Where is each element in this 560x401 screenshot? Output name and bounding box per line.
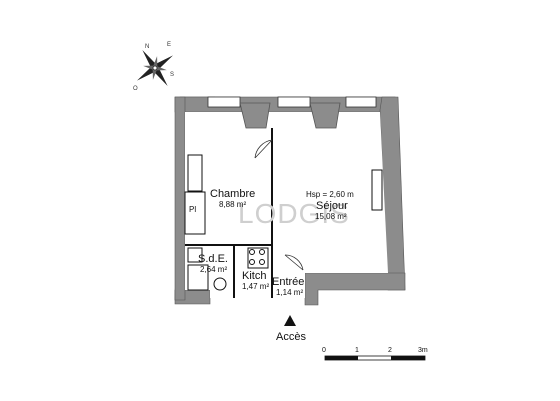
scale-tick-0: 0 [322, 347, 326, 354]
watermark-logo: LODGIS [238, 198, 350, 229]
access-label: Accès [276, 331, 306, 343]
room-kitchen-name: Kitch [242, 270, 266, 282]
compass-west: O [133, 86, 138, 92]
room-sde-area: 2,64 m² [200, 265, 227, 274]
room-chambre-name: Chambre [210, 188, 255, 200]
closet-label: Pl [189, 205, 196, 214]
compass-north: N [145, 44, 149, 50]
floor [185, 112, 388, 298]
fixtures [184, 154, 383, 291]
room-entree-area: 1,14 m² [276, 288, 303, 297]
room-sde-name: S.d.E. [198, 253, 228, 265]
scale-tick-2: 2 [388, 347, 392, 354]
doors [254, 139, 304, 271]
room-sejour-name: Séjour [316, 200, 348, 212]
compass-south: S [170, 72, 174, 78]
access-arrow-icon [284, 315, 296, 326]
scale-bar: 0 1 2 3m [322, 347, 428, 361]
room-sejour-height: Hsp = 2,60 m [306, 190, 354, 199]
partitions [185, 128, 273, 298]
scale-tick-3: 3m [418, 347, 428, 354]
room-chambre-area: 8,88 m² [219, 200, 246, 209]
room-sejour-area: 15,08 m² [315, 212, 347, 221]
room-kitchen-area: 1,47 m² [242, 282, 269, 291]
scale-tick-1: 1 [355, 347, 359, 354]
room-entree-name: Entrée [272, 276, 304, 288]
compass-icon: N E S O [133, 42, 174, 92]
windows [207, 96, 377, 129]
compass-east: E [167, 42, 171, 48]
